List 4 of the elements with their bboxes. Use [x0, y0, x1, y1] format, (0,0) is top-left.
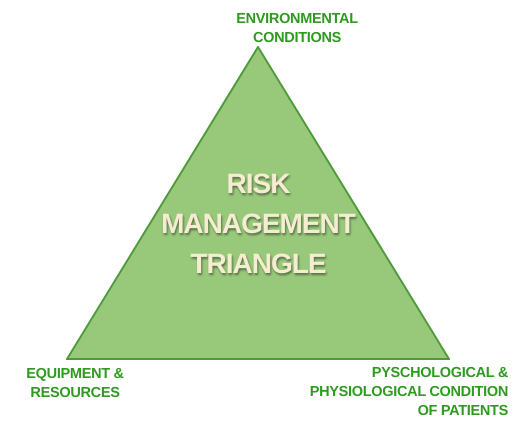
corner-label: PYSCHOLOGICAL & PHYSIOLOGICAL CONDITION OF PATIENTS: [308, 364, 508, 421]
triangle-title: RISK MANAGEMENT TRIANGLE: [160, 167, 356, 281]
corner-label: ENVIRONMENTAL CONDITIONS: [235, 10, 359, 48]
corner-label: EQUIPMENT & RESOURCES: [25, 365, 125, 403]
